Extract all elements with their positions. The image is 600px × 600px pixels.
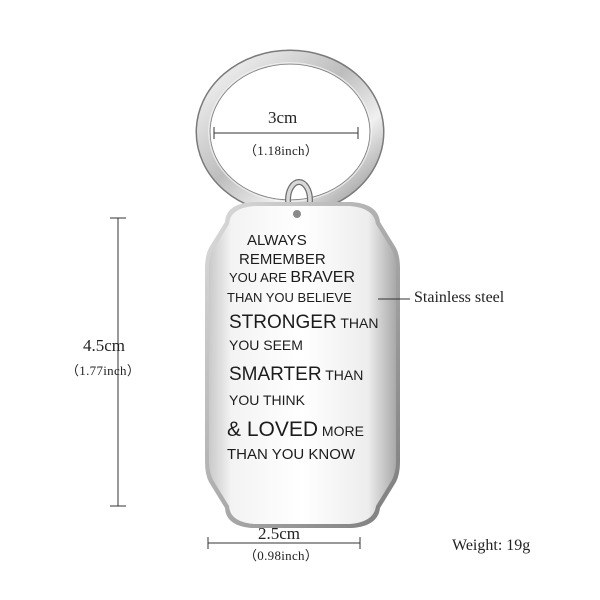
weight-label: Weight: 19g: [452, 537, 531, 554]
engraving-line-7: SMARTER THAN: [229, 364, 363, 386]
dog-tag: [205, 202, 400, 528]
ring-width-inch-label: （1.18inch）: [244, 143, 319, 158]
material-label: Stainless steel: [414, 289, 505, 306]
engraving-line-5: STRONGER THAN: [229, 312, 378, 334]
ring-width-dimension-line: [213, 127, 359, 139]
engraving-line-9-small: MORE: [318, 423, 364, 439]
engraving-line-3-small: YOU ARE: [229, 270, 291, 285]
tag-height-label: 4.5cm: [83, 336, 126, 355]
engraving-line-4: THAN YOU BELIEVE: [227, 290, 352, 305]
tag-width-label: 2.5cm: [258, 524, 301, 543]
engraving-line-10: THAN YOU KNOW: [227, 446, 356, 463]
engraving-line-1: ALWAYS: [247, 232, 307, 249]
engraving-line-3: YOU ARE BRAVER: [229, 269, 355, 287]
engraving-line-2: REMEMBER: [239, 251, 326, 268]
engraving-line-9-large: & LOVED: [227, 418, 319, 441]
engraving-line-5-small: THAN: [336, 315, 379, 331]
tag-width-inch-label: （0.98inch）: [244, 548, 319, 563]
tag-height-dimension-line: [110, 217, 126, 507]
engraving-line-7-large: SMARTER: [229, 364, 322, 385]
engraving-line-6: YOU SEEM: [229, 337, 303, 353]
tag-height-inch-label: （1.77inch）: [66, 363, 141, 378]
engraving-line-5-large: STRONGER: [229, 312, 337, 333]
engraving-line-3-large: BRAVER: [290, 269, 356, 286]
engraving-line-9: & LOVED MORE: [227, 418, 364, 442]
engraving-line-7-small: THAN: [321, 367, 364, 383]
ring-width-label: 3cm: [268, 108, 298, 127]
engraving-line-8: YOU THINK: [229, 392, 305, 408]
tag-width-dimension-line: [207, 537, 361, 549]
